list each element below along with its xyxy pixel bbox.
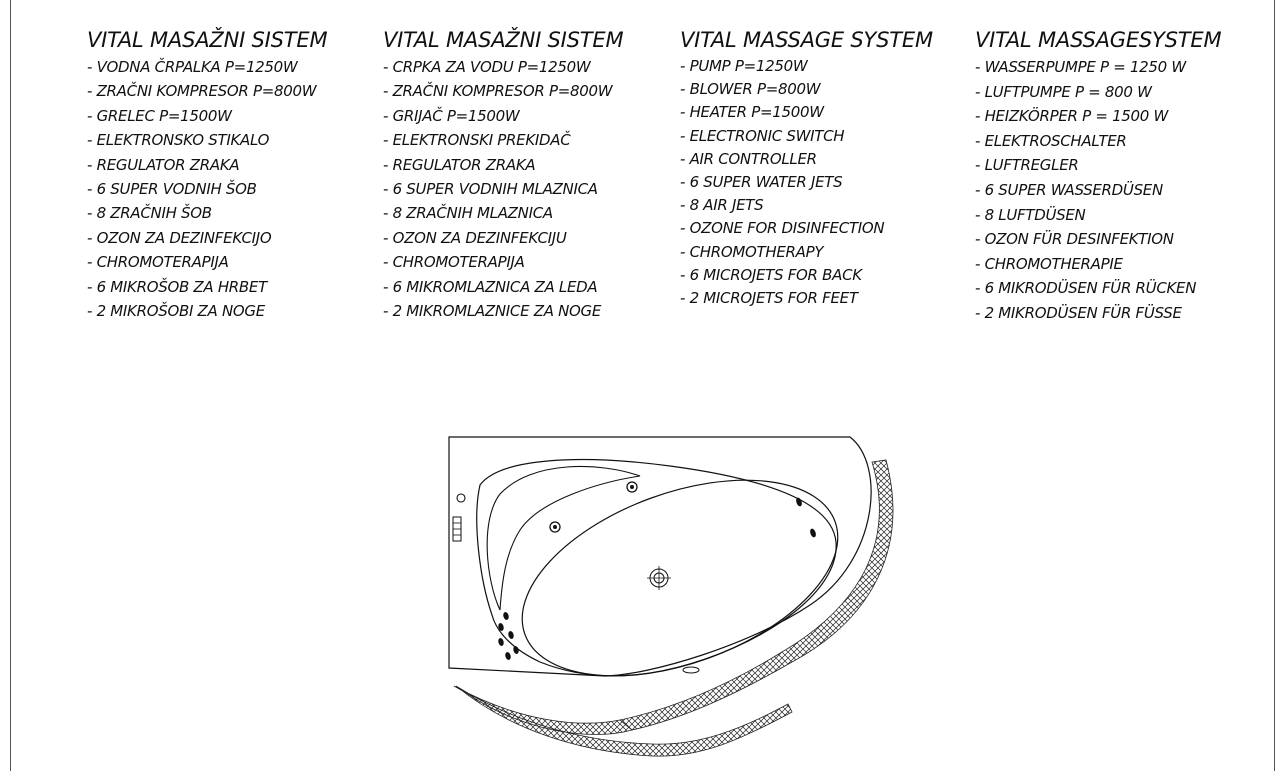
feature-item: - 6 SUPER VODNIH MLAZNICA <box>383 180 598 199</box>
feature-item: - CHROMOTHERAPIE <box>975 254 1123 273</box>
feature-item: - HEATER P=1500W <box>680 103 824 122</box>
feature-item: - OZON ZA DEZINFEKCIJU <box>383 228 567 247</box>
feature-item: - 6 SUPER VODNIH ŠOB <box>87 180 257 199</box>
feature-item: - ELEKTRONSKI PREKIDAČ <box>383 131 571 150</box>
feature-list: - PUMP P=1250W - BLOWER P=800W - HEATER … <box>680 55 965 310</box>
hatched-surround-right <box>619 459 894 731</box>
air-jet-icon <box>498 623 504 631</box>
feature-item: - REGULATOR ZRAKA <box>383 155 536 174</box>
feature-item: - OZON FÜR DESINFEKTION <box>975 230 1174 249</box>
spec-column-english: VITAL MASSAGE SYSTEM - PUMP P=1250W - BL… <box>680 28 965 310</box>
feature-item: - 2 MIKROMLAZNICE ZA NOGE <box>383 302 602 321</box>
control-panel-icon <box>452 516 462 542</box>
feature-item: - ELECTRONIC SWITCH <box>680 126 845 145</box>
feature-item: - GRIJAČ P=1500W <box>383 106 520 125</box>
feature-item: - 8 ZRAČNIH ŠOB <box>87 204 212 223</box>
feature-item: - CHROMOTHERAPY <box>680 242 824 261</box>
feature-item: - CRPKA ZA VODU P=1250W <box>383 58 591 76</box>
feature-item: - ELEKTRONSKO STIKALO <box>87 131 270 150</box>
feature-list: - CRPKA ZA VODU P=1250W - ZRAČNI KOMPRES… <box>383 55 668 323</box>
feature-list: - VODNA ČRPALKA P=1250W - ZRAČNI KOMPRES… <box>87 55 372 323</box>
feature-item: - 6 MIKROŠOB ZA HRBET <box>87 277 267 296</box>
feature-item: - REGULATOR ZRAKA <box>87 155 240 174</box>
water-jets <box>549 481 638 533</box>
feature-item: - GRELEC P=1500W <box>87 106 232 125</box>
feature-item: - ZRAČNI KOMPRESOR P=800W <box>383 82 613 101</box>
feature-item: - 2 MICROJETS FOR FEET <box>680 289 858 308</box>
spec-column-croatian: VITAL MASAŽNI SISTEM - CRPKA ZA VODU P=1… <box>383 28 668 323</box>
feature-item: - ELEKTROSCHALTER <box>975 131 1127 150</box>
feature-item: - 8 LUFTDÜSEN <box>975 205 1086 224</box>
feature-item: - 2 MIKROŠOBI ZA NOGE <box>87 302 265 321</box>
column-title: VITAL MASSAGESYSTEM <box>975 28 1222 52</box>
feature-item: - AIR CONTROLLER <box>680 149 817 168</box>
air-jet-icon <box>796 497 802 507</box>
feature-item: - 2 MIKRODÜSEN FÜR FÜSSE <box>975 303 1182 322</box>
water-jet-icon <box>630 485 634 489</box>
column-title: VITAL MASAŽNI SISTEM <box>87 28 328 52</box>
hatched-surround-bottom <box>453 685 793 757</box>
feature-item: - 6 MIKROMLAZNICA ZA LEDA <box>383 277 598 296</box>
tub-basin <box>521 479 839 677</box>
air-jet-icon <box>513 646 519 654</box>
spec-column-slovenian: VITAL MASAŽNI SISTEM - VODNA ČRPALKA P=1… <box>87 28 372 323</box>
air-jet-icon <box>508 631 514 639</box>
feature-item: - VODNA ČRPALKA P=1250W <box>87 58 298 76</box>
feature-item: - HEIZKÖRPER P = 1500 W <box>975 107 1169 126</box>
feature-item: - CHROMOTERAPIJA <box>87 253 229 272</box>
drain-icon <box>647 566 671 590</box>
frame-left-border <box>10 0 11 771</box>
feature-item: - 6 SUPER WATER JETS <box>680 173 843 192</box>
feature-item: - OZONE FOR DISINFECTION <box>680 219 885 238</box>
headrest-curve <box>486 465 641 611</box>
air-jet-icon <box>503 612 509 620</box>
feature-item: - LUFTREGLER <box>975 156 1079 175</box>
water-jet-icon <box>553 525 557 529</box>
feature-item: - 6 MIKRODÜSEN FÜR RÜCKEN <box>975 279 1197 298</box>
feature-item: - WASSERPUMPE P = 1250 W <box>975 58 1186 76</box>
feature-list: - WASSERPUMPE P = 1250 W - LUFTPUMPE P =… <box>975 55 1260 326</box>
bathtub-top-view-drawing <box>448 436 894 757</box>
column-title: VITAL MASAŽNI SISTEM <box>383 28 624 52</box>
feature-item: - OZON ZA DEZINFEKCIJO <box>87 228 272 247</box>
air-jet-icon <box>498 638 504 646</box>
chromotherapy-light-icon <box>456 493 466 503</box>
frame-right-border <box>1274 0 1275 771</box>
feature-item: - BLOWER P=800W <box>680 80 821 99</box>
feature-item: - 6 SUPER WASSERDÜSEN <box>975 180 1163 199</box>
feature-item: - LUFTPUMPE P = 800 W <box>975 82 1152 101</box>
feature-item: - CHROMOTERAPIJA <box>383 253 525 272</box>
feature-item: - 6 MICROJETS FOR BACK <box>680 265 862 284</box>
spec-column-german: VITAL MASSAGESYSTEM - WASSERPUMPE P = 12… <box>975 28 1260 326</box>
air-jet-icon <box>505 652 511 660</box>
feature-item: - 8 AIR JETS <box>680 196 764 215</box>
overflow-slot-icon <box>682 666 700 674</box>
feature-item: - ZRAČNI KOMPRESOR P=800W <box>87 82 317 101</box>
tub-inner-rim <box>476 458 837 677</box>
feature-item: - 8 ZRAČNIH MLAZNICA <box>383 204 553 223</box>
column-title: VITAL MASSAGE SYSTEM <box>680 28 933 52</box>
feature-item: - PUMP P=1250W <box>680 57 808 75</box>
air-jet-icon <box>810 528 816 538</box>
air-jets <box>498 497 816 660</box>
tub-outer-shell <box>448 436 872 677</box>
